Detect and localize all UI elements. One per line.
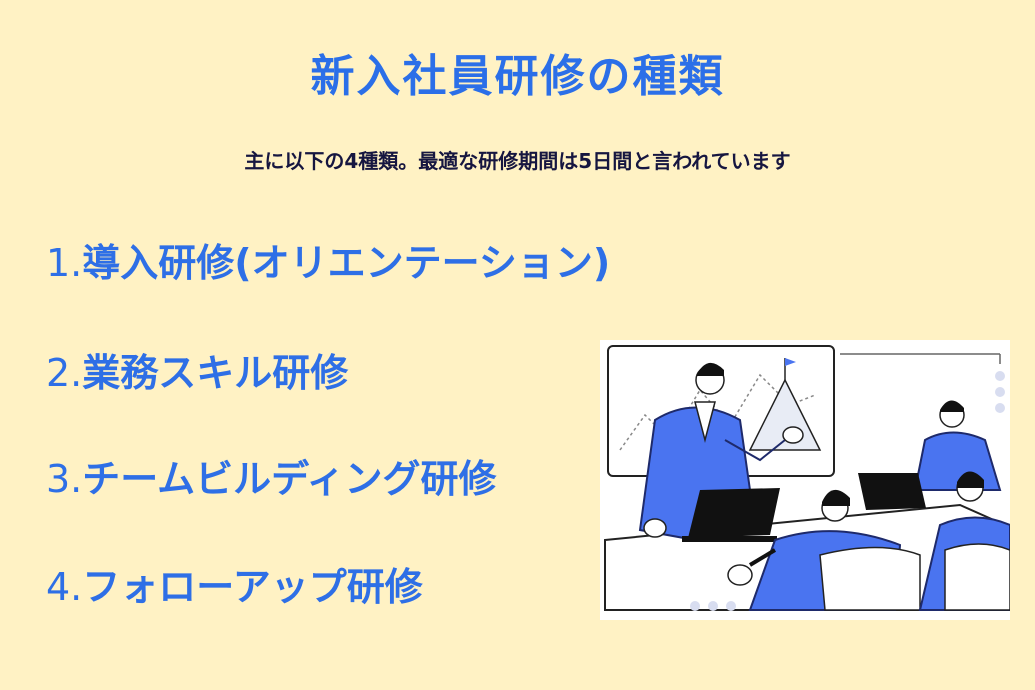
flag-icon	[785, 358, 796, 366]
laptop-base	[682, 536, 777, 542]
person-hair-3	[957, 471, 984, 488]
list-item-label: 業務スキル研修	[82, 351, 349, 395]
list-item-label: 導入研修(オリエンテーション)	[82, 241, 611, 285]
list-item-number: 1.	[46, 241, 83, 285]
deco-dot	[995, 387, 1005, 397]
hand-with-pen	[727, 564, 753, 586]
deco-dot	[995, 403, 1005, 413]
list-item-4: 4.フォローアップ研修	[46, 556, 423, 611]
list-item-3: 3.チームビルディング研修	[46, 448, 496, 503]
presenter-fist	[643, 518, 667, 538]
list-item-1: 1.導入研修(オリエンテーション)	[46, 232, 610, 287]
pen-icon	[748, 548, 777, 567]
presenter-shirt	[694, 401, 716, 443]
laptop-back	[858, 473, 926, 510]
page-subtitle: 主に以下の4種類。最適な研修期間は5日間と言われています	[244, 149, 791, 173]
list-item-2: 2.業務スキル研修	[46, 342, 348, 397]
deco-dot	[708, 601, 718, 611]
person-hair-2	[822, 489, 850, 506]
chair-2	[944, 543, 1010, 611]
presenter-arm	[724, 439, 786, 462]
deco-dot	[995, 371, 1005, 381]
presenter-hair	[697, 362, 724, 376]
list-item-number: 4.	[46, 565, 83, 609]
page-title: 新入社員研修の種類	[310, 51, 725, 102]
presenter-hand	[782, 426, 804, 444]
chair	[819, 546, 921, 611]
laptop	[688, 488, 780, 538]
deco-dot	[690, 601, 700, 611]
list-item-label: チームビルディング研修	[82, 457, 497, 501]
list-item-label: フォローアップ研修	[82, 565, 423, 609]
list-item-number: 3.	[46, 457, 83, 501]
person-hair	[940, 400, 964, 412]
list-item-number: 2.	[46, 351, 83, 395]
deco-dot	[726, 601, 736, 611]
meeting-illustration	[600, 340, 1010, 620]
